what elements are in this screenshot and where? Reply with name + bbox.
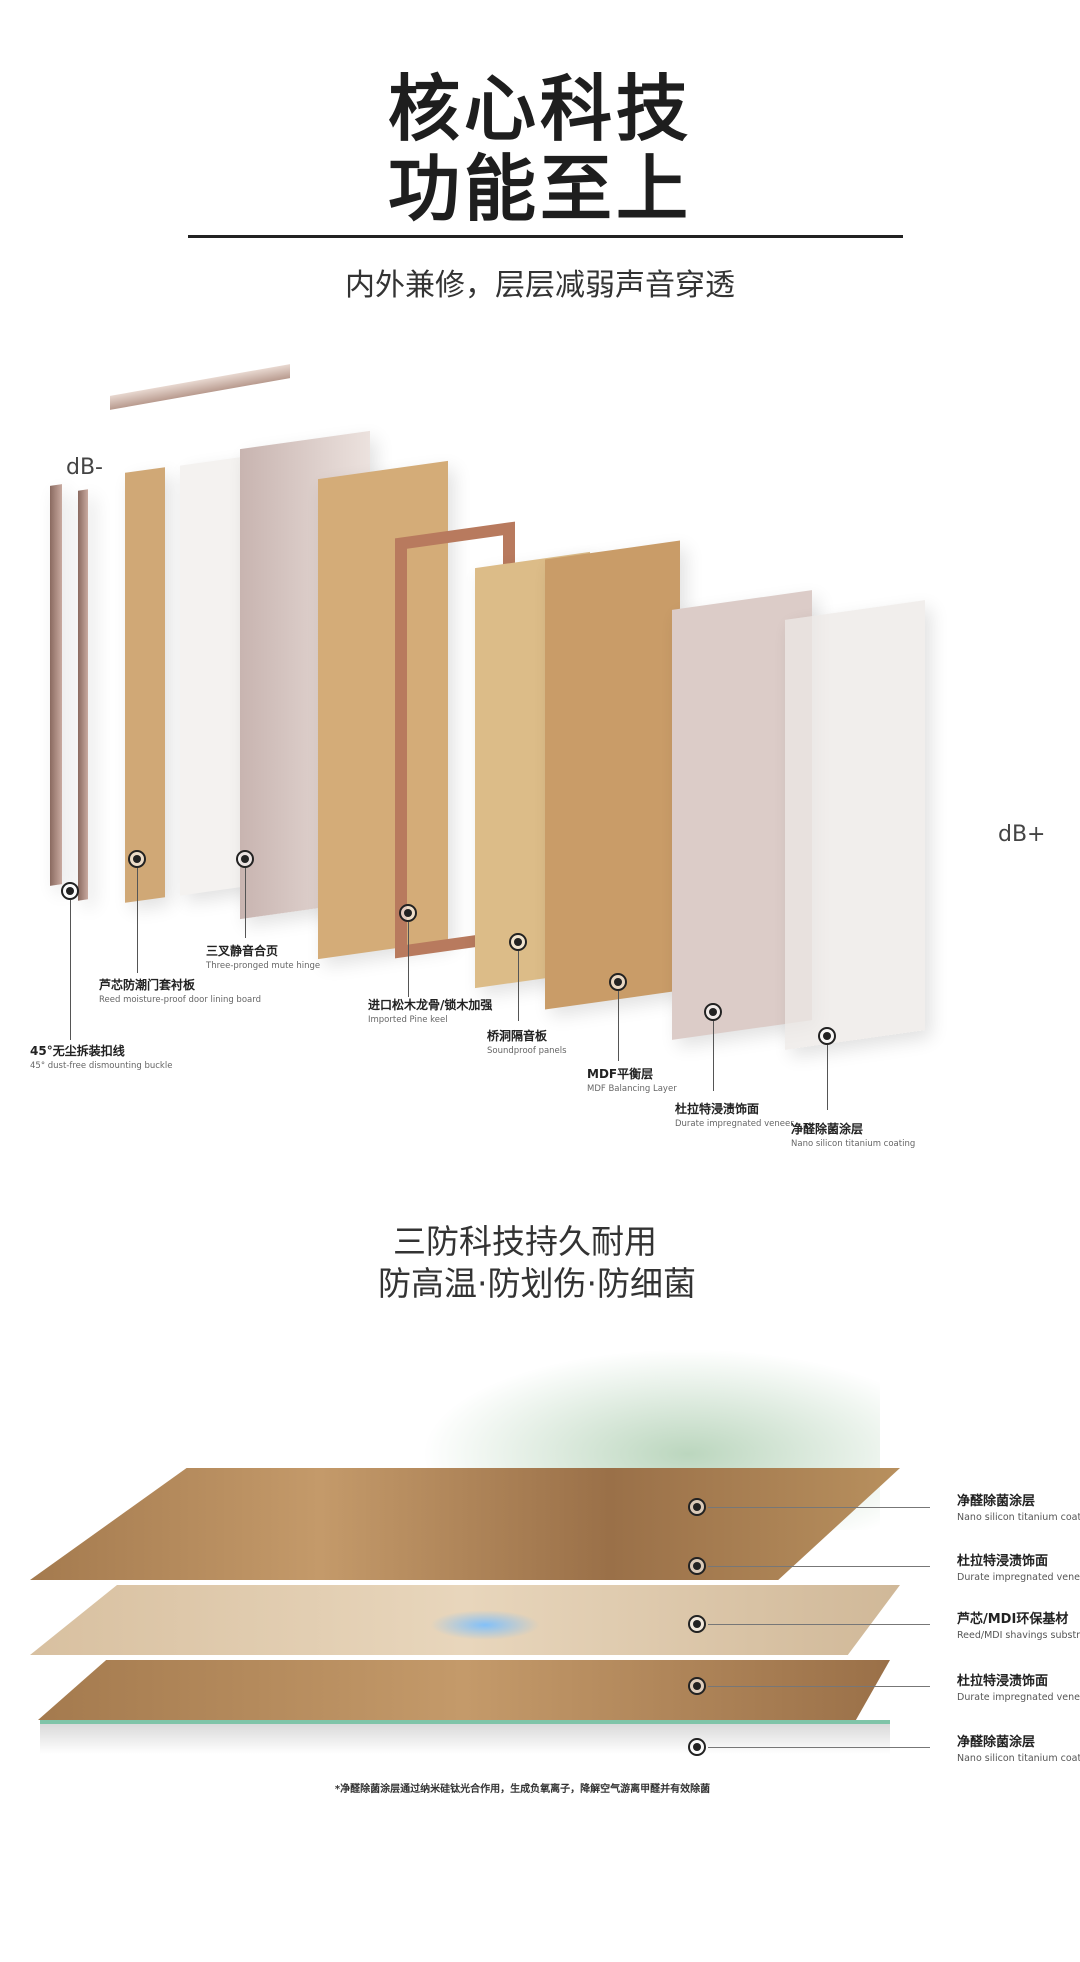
top-trim-piece: [110, 364, 290, 410]
top-veneer-layer: [30, 1468, 900, 1580]
shadow: [40, 1724, 890, 1754]
marker-dot: [128, 850, 146, 868]
title-line-2: 功能至上: [387, 147, 692, 231]
marker-dot: [688, 1738, 706, 1756]
db-minus-label: dB-: [66, 455, 103, 480]
section2-title-2: 防高温·防划伤·防细菌: [378, 1264, 696, 1303]
trim-strip: [78, 489, 88, 901]
marker-dot: [688, 1677, 706, 1695]
trim-strip: [50, 484, 62, 886]
door-lining-board: [125, 467, 165, 903]
marker-dot: [399, 904, 417, 922]
title-line-1: 核心科技: [387, 67, 692, 151]
divider: [188, 235, 903, 238]
marker-dot: [61, 882, 79, 900]
db-plus-label: dB+: [998, 822, 1046, 847]
bottom-coating-layer: [40, 1720, 890, 1724]
mdf-balancing-panel: [545, 540, 680, 1010]
marker-dot: [236, 850, 254, 868]
marker-dot: [688, 1557, 706, 1575]
marker-dot: [688, 1615, 706, 1633]
marker-dot: [704, 1003, 722, 1021]
marker-dot: [509, 933, 527, 951]
nano-coating-panel: [785, 600, 925, 1050]
door-exploded-diagram: dB- dB+: [0, 360, 1080, 1120]
marker-dot: [688, 1498, 706, 1516]
footnote: *净醛除菌涂层通过纳米硅钛光合作用，生成负氧离子，降解空气游离甲醛并有效除菌: [334, 1784, 711, 1795]
glow: [430, 1610, 540, 1640]
marker-dot: [818, 1027, 836, 1045]
bottom-veneer-layer: [38, 1660, 890, 1720]
marker-dot: [609, 973, 627, 991]
subtitle: 内外兼修，层层减弱声音穿透: [345, 268, 735, 303]
section2-title-1: 三防科技持久耐用: [393, 1222, 657, 1261]
